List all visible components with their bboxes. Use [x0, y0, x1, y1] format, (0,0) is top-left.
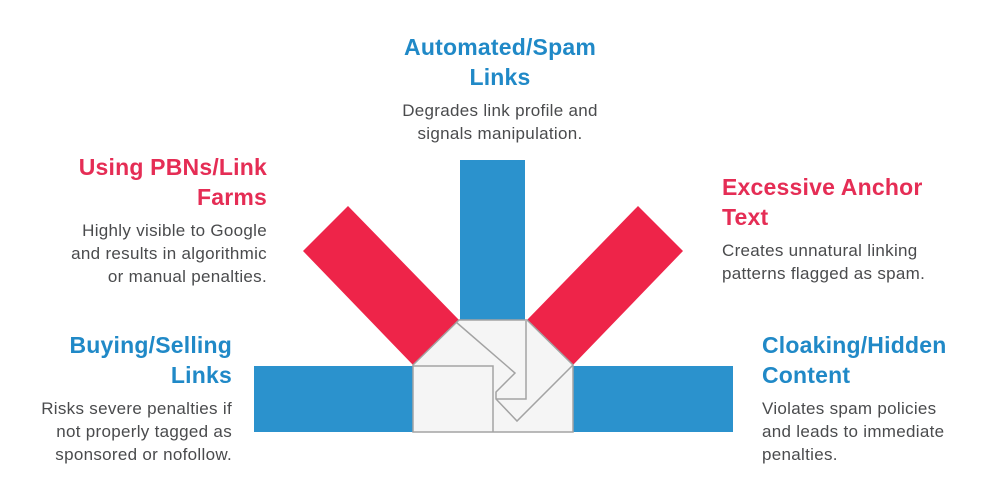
- callout-body: Degrades link profile and signals manipu…: [300, 99, 700, 145]
- callout-automated-spam-links: Automated/Spam Links Degrades link profi…: [300, 32, 700, 145]
- heading-line: Cloaking/Hidden: [762, 332, 947, 358]
- left-arrowhead-outline: [413, 365, 494, 432]
- heading-line: Links: [469, 64, 531, 90]
- callout-body: Violates spam policies and leads to imme…: [762, 397, 992, 466]
- left-arrow-shaft: [254, 366, 413, 432]
- callout-buying-selling-links: Buying/Selling Links Risks severe penalt…: [7, 330, 232, 466]
- upper-right-arrow-shaft: [527, 206, 683, 365]
- heading-line: Text: [722, 204, 769, 230]
- heading-line: Farms: [196, 184, 267, 210]
- callout-body: Risks severe penalties if not properly t…: [7, 397, 232, 466]
- heading-line: Automated/Spam: [404, 34, 596, 60]
- callout-heading: Automated/Spam Links: [300, 32, 700, 92]
- top-arrowhead-outline: [496, 321, 527, 400]
- heading-line: Buying/Selling: [69, 332, 232, 358]
- heading-line: Excessive Anchor: [722, 174, 923, 200]
- body-line: Risks severe penalties if: [41, 399, 232, 418]
- callout-heading: Excessive Anchor Text: [722, 172, 962, 232]
- callout-heading: Using PBNs/Link Farms: [27, 152, 267, 212]
- upper-left-arrow-shaft: [303, 206, 459, 365]
- body-line: not properly tagged as: [56, 422, 232, 441]
- body-line: sponsored or nofollow.: [55, 445, 232, 464]
- body-line: penalties.: [762, 445, 838, 464]
- heading-line: Content: [762, 362, 851, 388]
- callout-heading: Cloaking/Hidden Content: [762, 330, 992, 390]
- callout-cloaking-hidden-content: Cloaking/Hidden Content Violates spam po…: [762, 330, 992, 466]
- callout-excessive-anchor-text: Excessive Anchor Text Creates unnatural …: [722, 172, 962, 285]
- body-line: Highly visible to Google: [82, 221, 267, 240]
- body-line: patterns flagged as spam.: [722, 264, 926, 283]
- body-line: signals manipulation.: [417, 124, 583, 143]
- right-arrow-shaft: [573, 366, 733, 432]
- callout-body: Creates unnatural linking patterns flagg…: [722, 239, 962, 285]
- body-line: and results in algorithmic: [71, 244, 267, 263]
- callout-using-pbns-link-farms: Using PBNs/Link Farms Highly visible to …: [27, 152, 267, 288]
- callout-body: Highly visible to Google and results in …: [27, 219, 267, 288]
- top-arrow-shaft: [460, 160, 525, 320]
- heading-line: Using PBNs/Link: [78, 154, 267, 180]
- body-line: Creates unnatural linking: [722, 241, 918, 260]
- pinwheel-arrowhead-outline: [455, 321, 574, 423]
- body-line: and leads to immediate: [762, 422, 945, 441]
- heading-line: Links: [170, 362, 232, 388]
- body-line: Degrades link profile and: [402, 101, 598, 120]
- callout-heading: Buying/Selling Links: [7, 330, 232, 390]
- body-line: Violates spam policies: [762, 399, 937, 418]
- body-line: or manual penalties.: [107, 267, 267, 286]
